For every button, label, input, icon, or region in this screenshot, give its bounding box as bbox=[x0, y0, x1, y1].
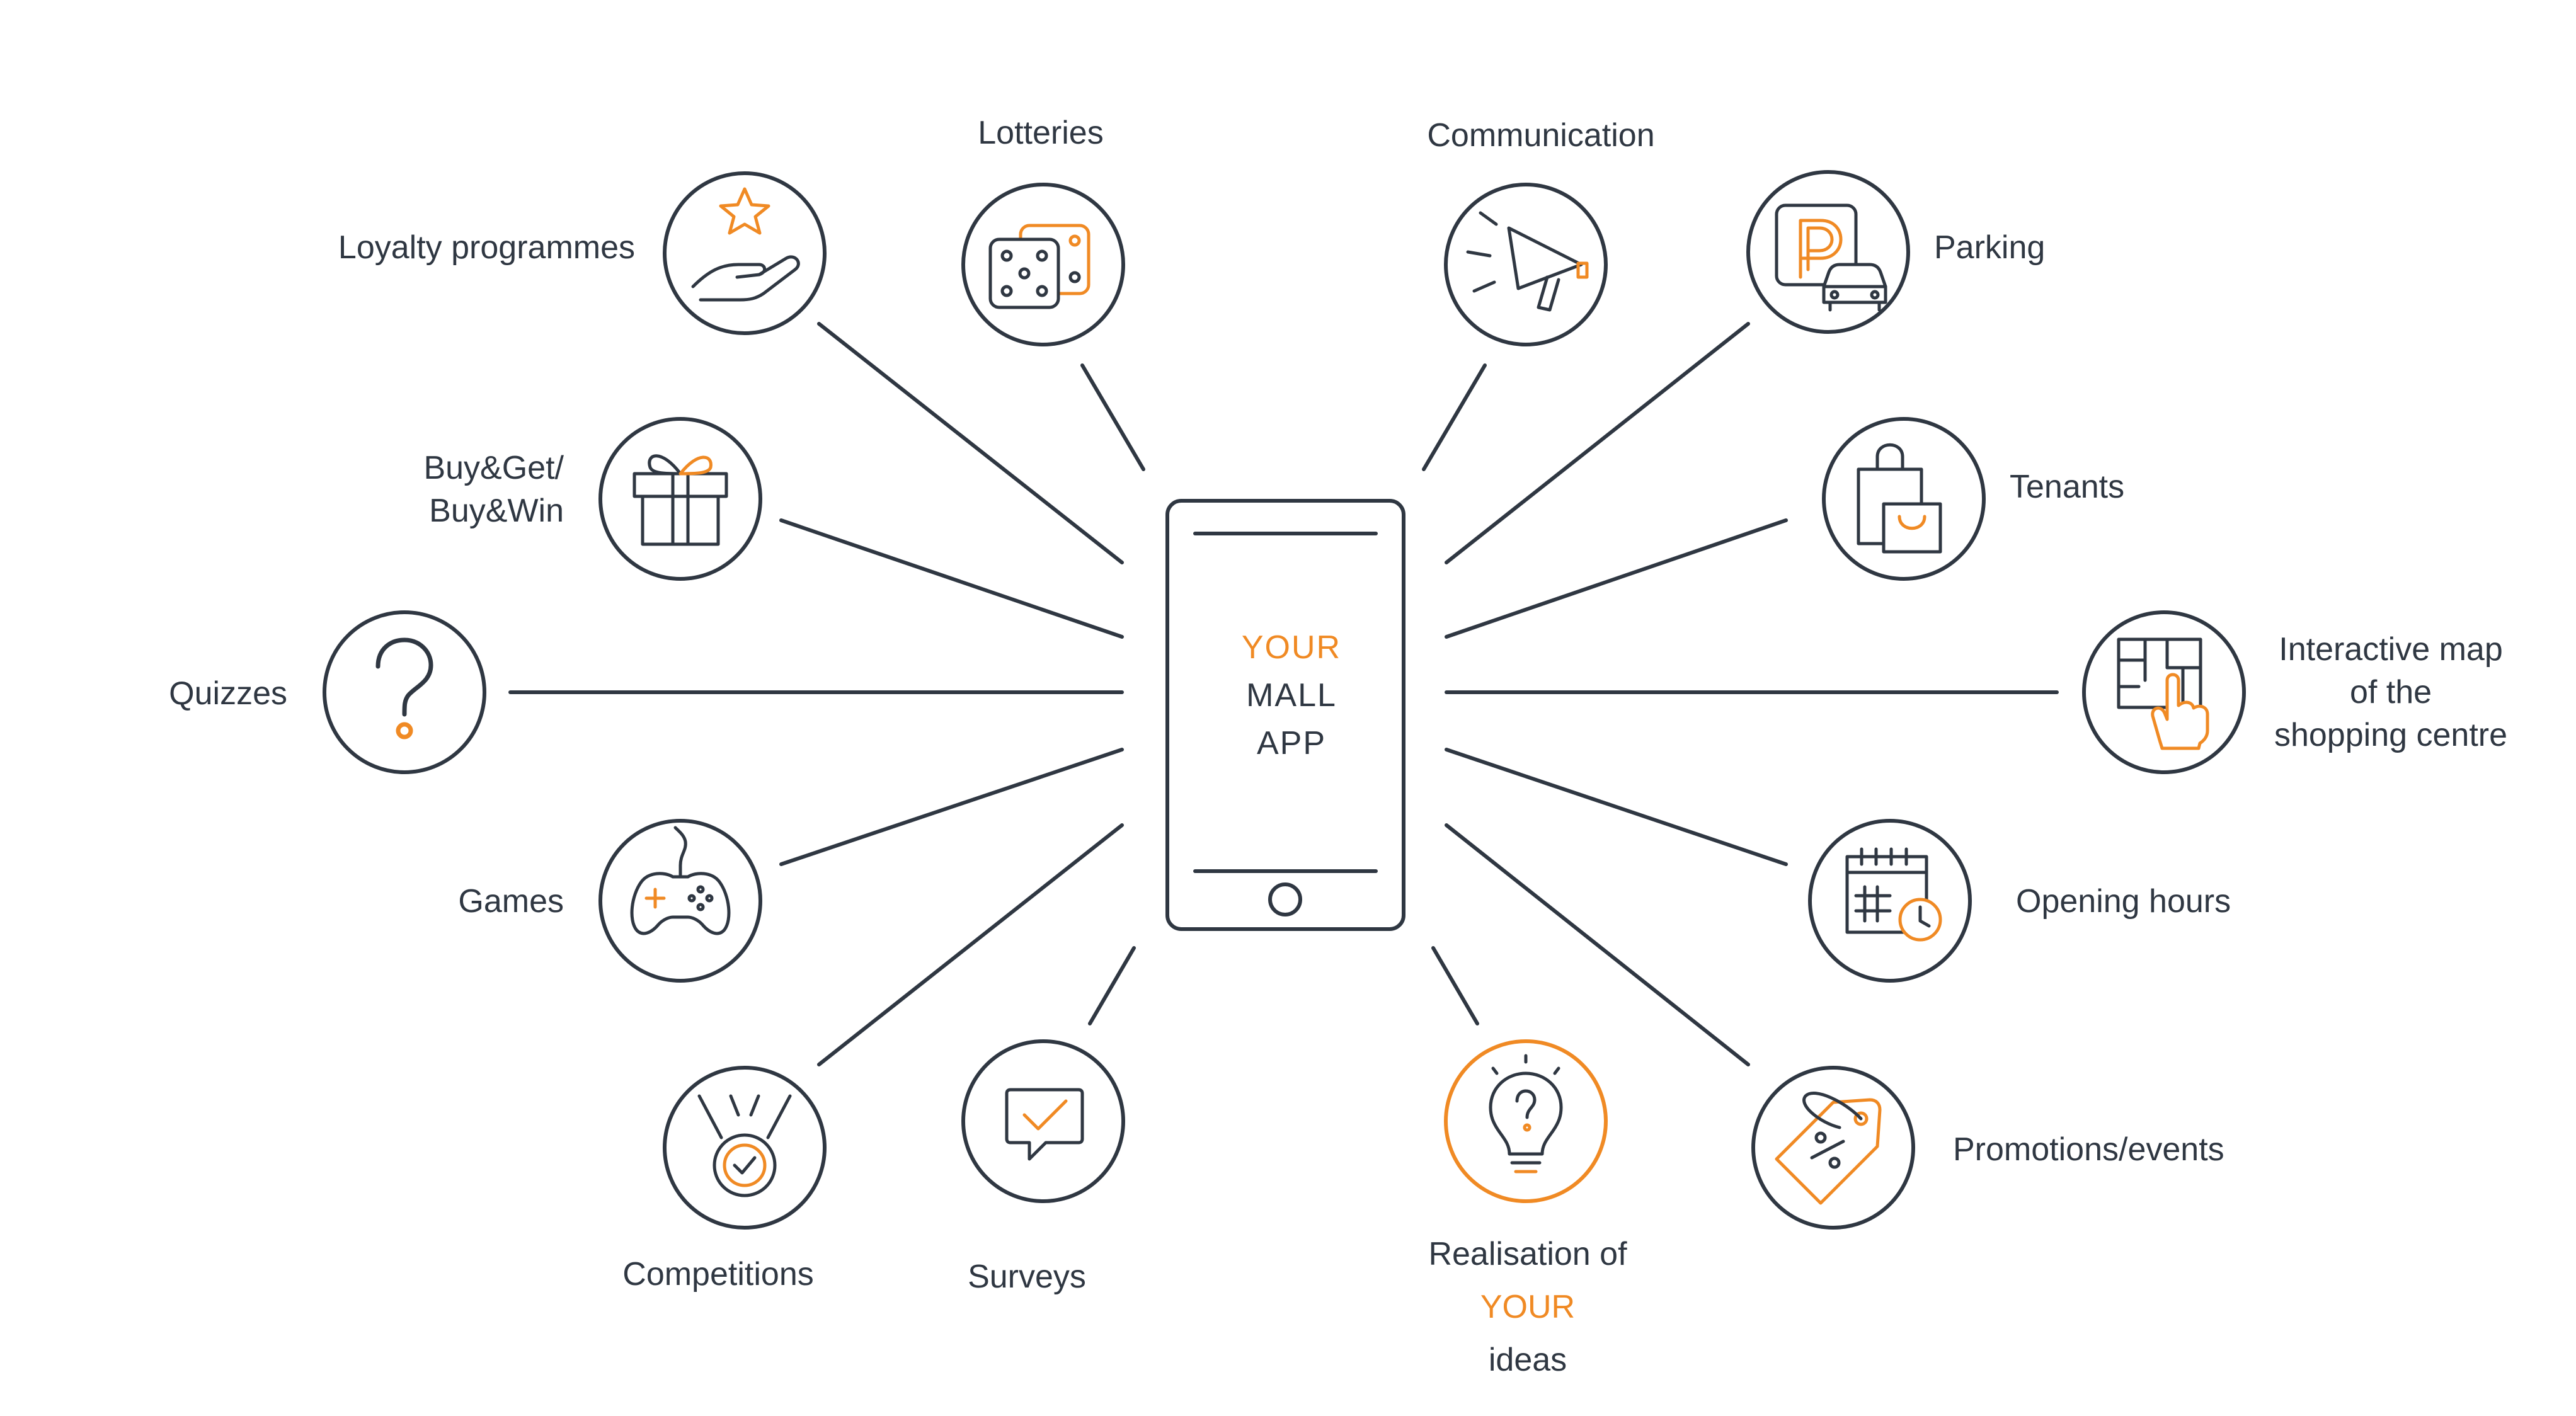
feature-tenants: Tenants bbox=[1822, 417, 2124, 581]
dice-icon bbox=[988, 224, 1091, 309]
loyalty-label: Loyalty programmes bbox=[338, 229, 635, 266]
feature-ideas: Realisation of YOUR ideas bbox=[1428, 1039, 1627, 1378]
map-pointer-icon bbox=[2117, 637, 2209, 750]
price-tag-icon bbox=[1775, 1092, 1882, 1205]
feature-games: Games bbox=[458, 819, 762, 983]
connector-hours bbox=[1445, 748, 1788, 866]
surveys-label: Surveys bbox=[968, 1259, 1086, 1295]
parking-car-icon bbox=[1775, 203, 1887, 312]
feature-promotions: Promotions/events bbox=[1751, 1066, 2224, 1230]
gamepad-icon bbox=[630, 826, 731, 935]
feature-hours: Opening hours bbox=[1808, 819, 2231, 983]
ideas-label-line1: Realisation of bbox=[1428, 1236, 1627, 1272]
connector-parking bbox=[1445, 322, 1750, 564]
tenants-label: Tenants bbox=[2010, 469, 2124, 505]
connector-tenants bbox=[1445, 518, 1788, 639]
feature-buyget: Buy&Get/ Buy&Win bbox=[423, 417, 762, 581]
connector-ideas bbox=[1431, 946, 1479, 1025]
feature-communication: Communication bbox=[1427, 117, 1655, 346]
buyget-label-line2: Buy&Win bbox=[429, 493, 564, 529]
feature-loyalty: Loyalty programmes bbox=[338, 171, 827, 335]
star-hand-icon bbox=[691, 187, 800, 302]
map-label-line2: of the bbox=[2350, 674, 2432, 711]
megaphone-icon bbox=[1466, 211, 1589, 312]
hours-label: Opening hours bbox=[2016, 883, 2231, 920]
feature-lotteries: Lotteries bbox=[961, 115, 1125, 346]
phone-mockup: YOUR MALL APP bbox=[1165, 499, 1405, 931]
question-mark-icon bbox=[375, 637, 433, 739]
connector-promotions bbox=[1445, 823, 1750, 1066]
gift-icon bbox=[633, 454, 728, 546]
competitions-label: Competitions bbox=[622, 1256, 813, 1293]
parking-label: Parking bbox=[1934, 229, 2045, 266]
lotteries-label: Lotteries bbox=[978, 115, 1103, 151]
quizzes-label: Quizzes bbox=[169, 675, 287, 712]
feature-parking: Parking bbox=[1746, 170, 2045, 334]
connector-loyalty bbox=[817, 322, 1124, 564]
connector-games bbox=[779, 748, 1124, 866]
phone-title-line1: YOUR bbox=[1242, 629, 1341, 666]
ideas-label-line3: ideas bbox=[1489, 1342, 1567, 1378]
buyget-label-line1: Buy&Get/ bbox=[423, 450, 564, 486]
feature-map: Interactive map of the shopping centre bbox=[2082, 610, 2507, 774]
promotions-label: Promotions/events bbox=[1953, 1131, 2224, 1168]
feature-surveys: Surveys bbox=[961, 1039, 1125, 1295]
connector-surveys bbox=[1088, 946, 1136, 1025]
chat-check-icon bbox=[1005, 1088, 1084, 1161]
connector-competitions bbox=[817, 823, 1124, 1066]
phone-title-line2: MALL bbox=[1246, 677, 1337, 714]
medal-icon bbox=[697, 1094, 792, 1197]
games-label: Games bbox=[458, 883, 564, 920]
feature-quizzes: Quizzes bbox=[169, 610, 486, 774]
shopping-bags-icon bbox=[1857, 443, 1942, 554]
communication-label: Communication bbox=[1427, 117, 1654, 154]
calendar-clock-icon bbox=[1845, 847, 1942, 942]
map-label-line1: Interactive map bbox=[2279, 631, 2503, 668]
map-label-line3: shopping centre bbox=[2274, 717, 2507, 753]
phone-title-line3: APP bbox=[1257, 725, 1326, 762]
ideas-label-line2: YOUR bbox=[1480, 1289, 1575, 1325]
connector-lotteries bbox=[1080, 363, 1145, 471]
connector-buyget bbox=[779, 518, 1124, 639]
feature-competitions: Competitions bbox=[622, 1066, 827, 1293]
home-button-icon bbox=[1268, 882, 1302, 916]
connector-lines bbox=[508, 322, 2059, 1066]
lightbulb-icon bbox=[1489, 1054, 1563, 1173]
connector-communication bbox=[1422, 363, 1487, 471]
